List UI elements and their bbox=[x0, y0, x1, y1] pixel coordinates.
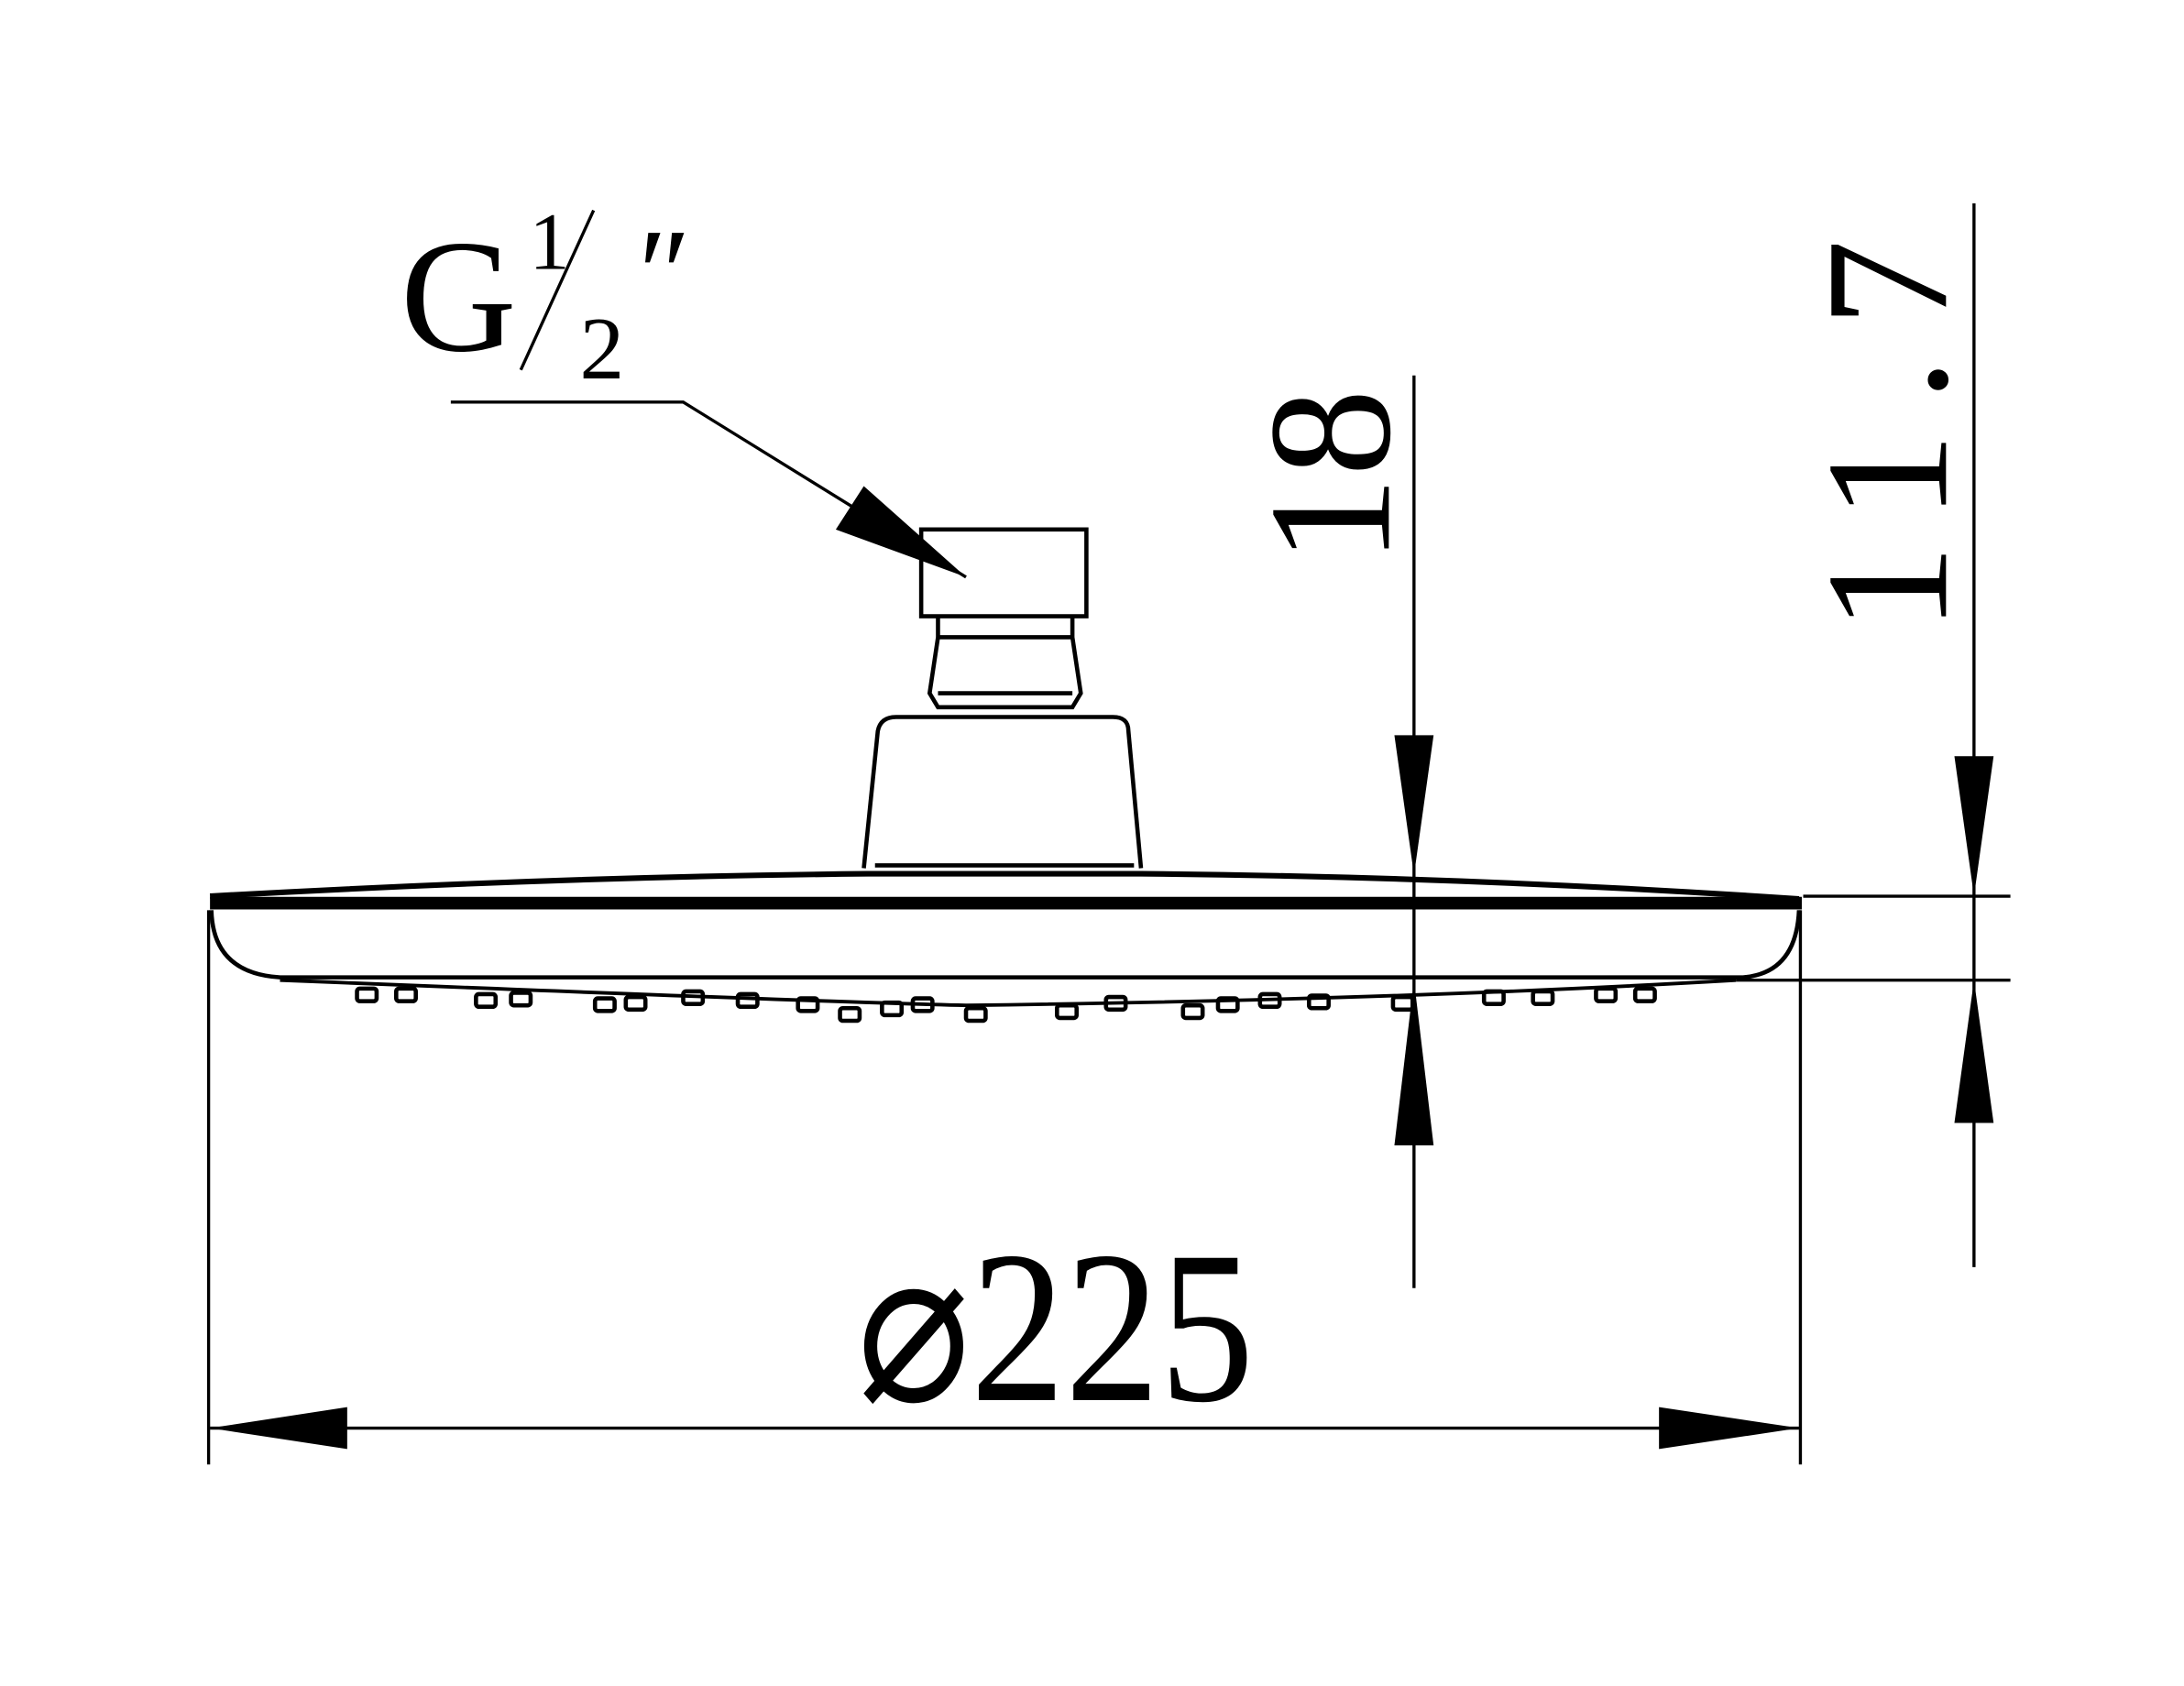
nozzle-group bbox=[355, 986, 1657, 1024]
thickness-dimension: 11.7 bbox=[1736, 203, 2011, 1267]
thread-letter: G bbox=[401, 206, 517, 385]
connector-nut bbox=[918, 527, 1089, 619]
height-label: 18 bbox=[1234, 389, 1427, 564]
height-arrow-down bbox=[1394, 735, 1434, 876]
nozzle bbox=[963, 1005, 988, 1024]
nozzle bbox=[910, 996, 935, 1013]
thread-callout: G 1 2 ″ bbox=[401, 198, 967, 579]
nozzle bbox=[474, 991, 499, 1010]
diameter-label: ⌀225 bbox=[857, 1208, 1254, 1449]
height-arrow-up bbox=[1394, 980, 1434, 1145]
connector-neck bbox=[927, 616, 1083, 710]
thread-denominator: 2 bbox=[579, 300, 624, 399]
nozzle bbox=[838, 1005, 862, 1024]
nozzle bbox=[1632, 986, 1657, 1003]
nozzle bbox=[509, 991, 533, 1008]
dome-top bbox=[209, 870, 1800, 903]
nozzle bbox=[1390, 994, 1415, 1013]
nozzle bbox=[623, 994, 648, 1013]
nozzle bbox=[394, 986, 418, 1003]
nozzle bbox=[355, 986, 379, 1003]
leader-line bbox=[450, 400, 967, 579]
diameter-dimension: ⌀225 bbox=[206, 910, 1803, 1465]
nozzle bbox=[880, 1000, 905, 1018]
thread-numerator: 1 bbox=[529, 198, 569, 288]
face-plate bbox=[280, 978, 1737, 1008]
nozzle bbox=[1481, 989, 1506, 1006]
nozzle bbox=[1594, 986, 1619, 1003]
leader-arrowhead bbox=[835, 486, 967, 577]
nozzle bbox=[592, 996, 617, 1013]
nozzle bbox=[796, 996, 820, 1013]
height-dimension: 18 bbox=[1234, 375, 1434, 1288]
nozzle bbox=[735, 991, 760, 1010]
thread-inch-mark: ″ bbox=[639, 203, 691, 343]
head-body bbox=[209, 910, 1802, 980]
thread-fraction-slash bbox=[519, 209, 596, 371]
nozzle bbox=[1531, 989, 1555, 1006]
nozzle bbox=[1180, 1002, 1205, 1021]
thickness-label: 11.7 bbox=[1791, 209, 1984, 631]
diameter-arrow-left bbox=[210, 1407, 347, 1450]
shower-head bbox=[209, 527, 1802, 1024]
thickness-arrow-down bbox=[1954, 756, 1994, 897]
nozzle bbox=[681, 989, 706, 1006]
nozzle bbox=[1215, 996, 1240, 1013]
nozzle bbox=[1306, 993, 1331, 1011]
nozzle bbox=[1103, 994, 1128, 1013]
diameter-arrow-right bbox=[1659, 1407, 1799, 1450]
nozzle bbox=[1257, 991, 1282, 1010]
thickness-arrow-up bbox=[1954, 980, 1994, 1123]
collar bbox=[862, 715, 1144, 869]
nozzle bbox=[1055, 1002, 1079, 1021]
